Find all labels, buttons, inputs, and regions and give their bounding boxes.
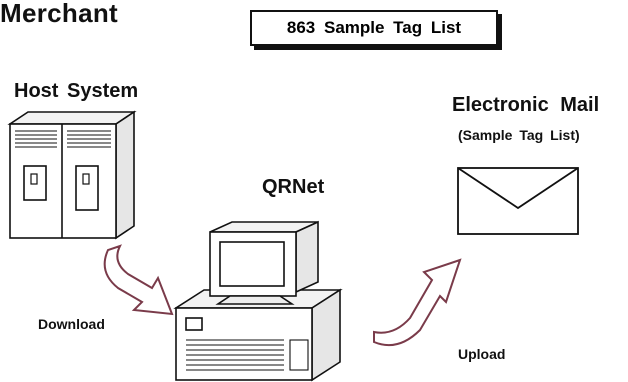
upload-label: Upload — [458, 346, 506, 362]
download-arrow — [103, 244, 174, 316]
host-server-icon — [7, 110, 137, 240]
qrnet-label: QRNet — [262, 176, 325, 198]
qrnet-pc-icon — [173, 220, 343, 382]
diagram-title: Merchant — [0, 0, 118, 28]
tag-list-box: 863 Sample Tag List — [250, 10, 498, 46]
download-label: Download — [38, 316, 105, 332]
electronic-mail-label: Electronic Mail — [452, 94, 600, 116]
upload-arrow — [373, 258, 462, 346]
electronic-mail-sublabel: (Sample Tag List) — [458, 127, 580, 143]
host-system-label: Host System — [14, 80, 139, 102]
envelope-icon — [457, 167, 579, 235]
